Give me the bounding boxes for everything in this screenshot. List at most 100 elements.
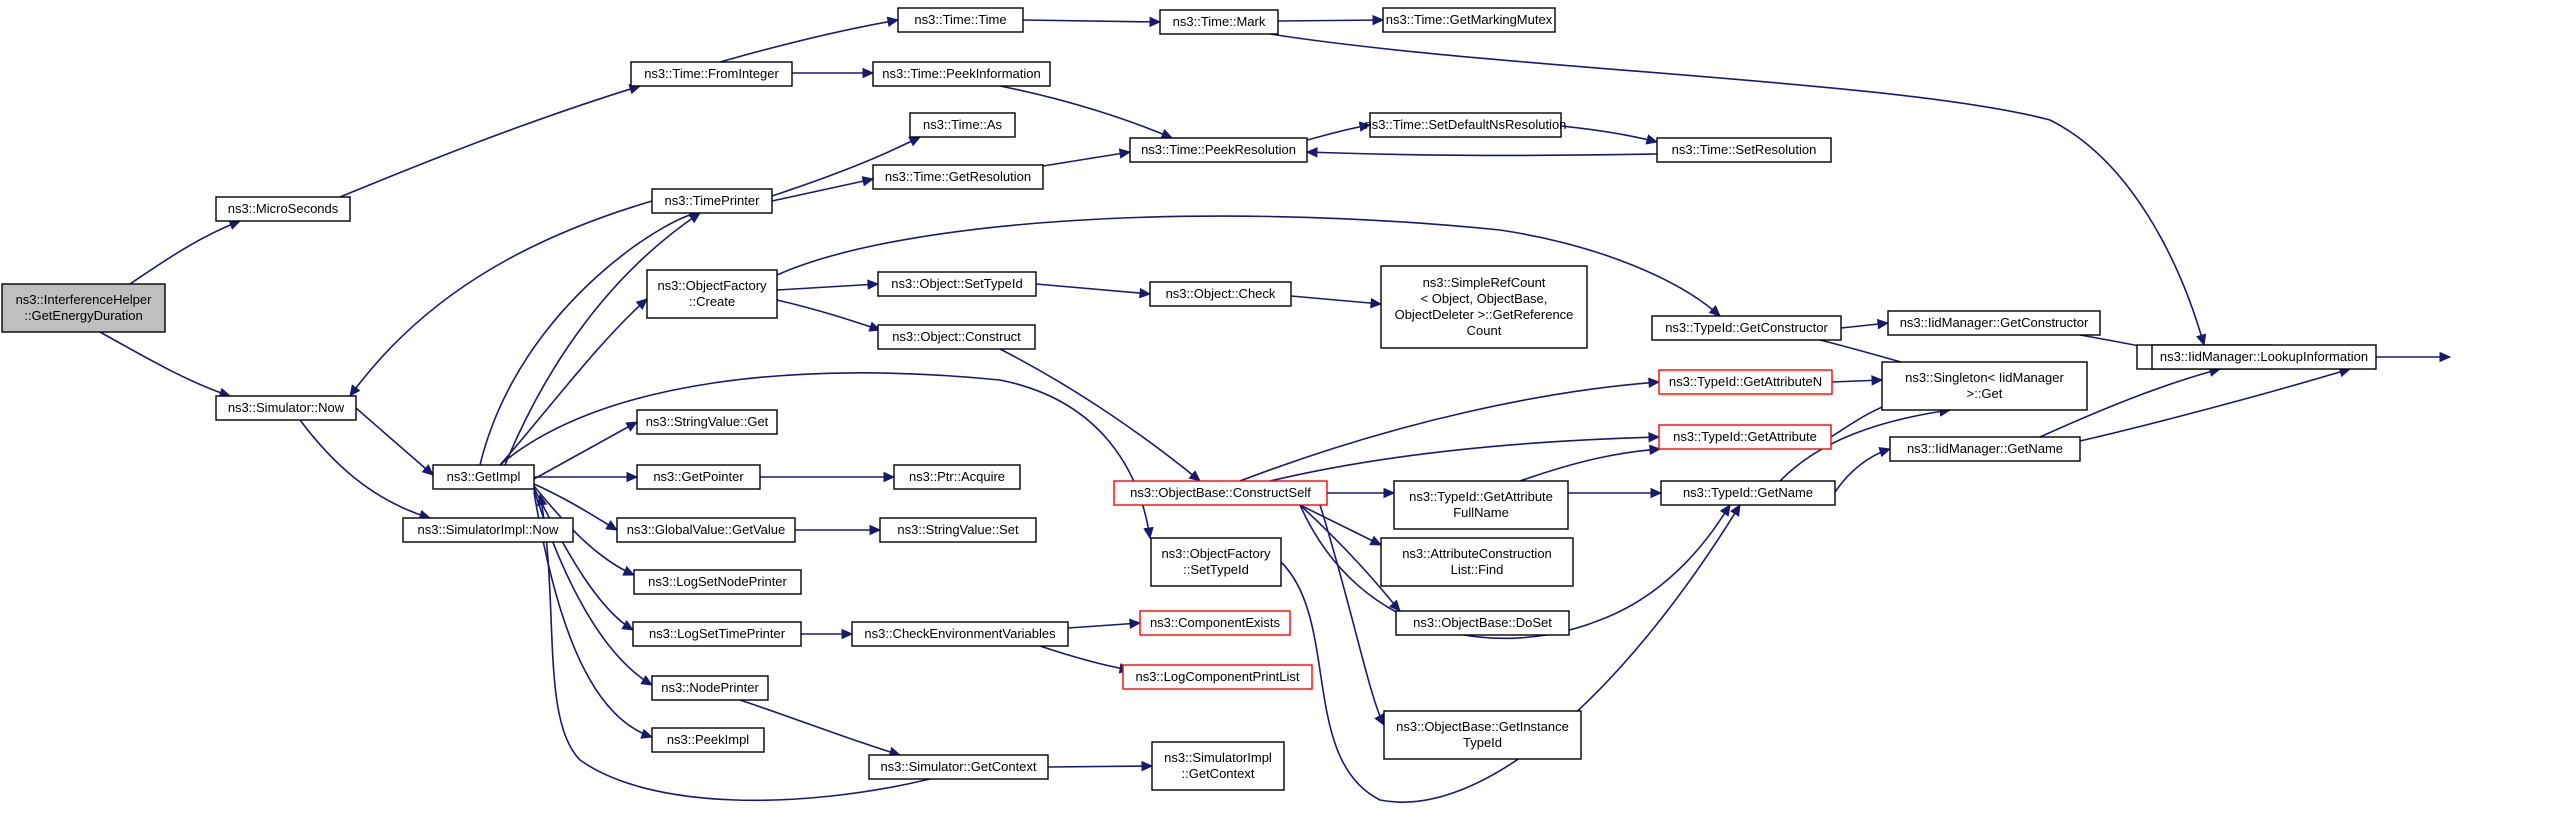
node-peekimpl[interactable]: ns3::PeekImpl bbox=[651, 727, 765, 753]
call-edge bbox=[349, 200, 653, 397]
node-label: ns3::InterferenceHelper bbox=[16, 292, 153, 307]
call-edge bbox=[1022, 16, 1162, 28]
call-edge bbox=[999, 348, 1201, 482]
node-box bbox=[1658, 369, 1833, 395]
node-simnow[interactable]: ns3::Simulator::Now bbox=[215, 395, 357, 421]
edge-line bbox=[2039, 368, 2221, 438]
node-tmutex[interactable]: ns3::Time::GetMarkingMutex bbox=[1382, 7, 1556, 33]
edge-line bbox=[1047, 765, 1153, 768]
node-box bbox=[1881, 361, 2088, 411]
arrowhead bbox=[886, 16, 900, 27]
arrowhead bbox=[1139, 287, 1152, 299]
node-tprinter[interactable]: ns3::TimePrinter bbox=[651, 188, 773, 214]
call-edge bbox=[1042, 148, 1132, 167]
node-label: ns3::GlobalValue::GetValue bbox=[627, 522, 786, 537]
node-label: ns3::TypeId::GetAttributeN bbox=[1669, 374, 1822, 389]
node-iidgetctor[interactable]: ns3::IidManager::GetConstructor bbox=[1887, 310, 2101, 336]
node-simpleref[interactable]: ns3::SimpleRefCount< Object, ObjectBase,… bbox=[1380, 265, 1588, 349]
node-getattrn[interactable]: ns3::TypeId::GetAttributeN bbox=[1658, 369, 1833, 395]
node-getpointer[interactable]: ns3::GetPointer bbox=[636, 464, 761, 490]
arrowhead bbox=[1650, 487, 1663, 499]
node-logsetnode[interactable]: ns3::LogSetNodePrinter bbox=[633, 569, 802, 595]
arrowhead bbox=[625, 421, 639, 432]
call-edge bbox=[792, 67, 875, 79]
arrowhead bbox=[1149, 16, 1162, 28]
node-box bbox=[1658, 424, 1832, 450]
node-ofsettypeid[interactable]: ns3::ObjectFactory::SetTypeId bbox=[1150, 537, 1282, 587]
node-peekres[interactable]: ns3::Time::PeekResolution bbox=[1129, 137, 1308, 163]
arrowhead bbox=[841, 628, 854, 640]
edge-line bbox=[99, 331, 231, 397]
node-tas[interactable]: ns3::Time::As bbox=[909, 112, 1016, 138]
node-checkenv[interactable]: ns3::CheckEnvironmentVariables bbox=[851, 621, 1069, 647]
arrowhead bbox=[2196, 333, 2207, 347]
node-constructself[interactable]: ns3::ObjectBase::ConstructSelf bbox=[1113, 480, 1328, 506]
call-edge bbox=[1568, 487, 1663, 499]
node-doset[interactable]: ns3::ObjectBase::DoSet bbox=[1395, 610, 1570, 636]
node-peekinfo[interactable]: ns3::Time::PeekInformation bbox=[872, 61, 1051, 87]
node-getname[interactable]: ns3::TypeId::GetName bbox=[1660, 480, 1836, 506]
node-getimpl[interactable]: ns3::GetImpl bbox=[432, 464, 535, 490]
node-getctor[interactable]: ns3::TypeId::GetConstructor bbox=[1651, 315, 1842, 341]
node-ofcreate[interactable]: ns3::ObjectFactory::Create bbox=[646, 269, 778, 319]
node-box bbox=[1129, 137, 1308, 163]
node-box bbox=[651, 675, 769, 701]
edge-line bbox=[129, 220, 241, 285]
call-edge bbox=[1269, 432, 1661, 482]
node-ocheck[interactable]: ns3::Object::Check bbox=[1149, 281, 1292, 307]
node-setres[interactable]: ns3::Time::SetResolution bbox=[1656, 137, 1832, 163]
node-label: ns3::ObjectFactory bbox=[657, 278, 767, 293]
call-edge bbox=[2079, 366, 2352, 442]
call-edge bbox=[719, 16, 900, 63]
node-getattr[interactable]: ns3::TypeId::GetAttribute bbox=[1658, 424, 1832, 450]
node-iidgetname[interactable]: ns3::IidManager::GetName bbox=[1889, 436, 2081, 462]
node-getres[interactable]: ns3::Time::GetResolution bbox=[872, 164, 1044, 190]
arrowhead bbox=[1649, 444, 1662, 456]
edge-line bbox=[739, 699, 901, 756]
node-logsettime[interactable]: ns3::LogSetTimePrinter bbox=[632, 621, 802, 647]
node-oconstruct[interactable]: ns3::Object::Construct bbox=[877, 324, 1036, 350]
node-strset[interactable]: ns3::StringValue::Set bbox=[879, 517, 1037, 543]
call-edge bbox=[1299, 504, 1401, 612]
arrowhead bbox=[1118, 148, 1132, 159]
arrowhead bbox=[349, 384, 361, 397]
call-edge bbox=[801, 628, 854, 640]
node-settypeid[interactable]: ns3::Object::SetTypeId bbox=[877, 271, 1037, 297]
node-gvget[interactable]: ns3::GlobalValue::GetValue bbox=[616, 517, 796, 543]
node-micro[interactable]: ns3::MicroSeconds bbox=[215, 196, 351, 222]
node-nodeprinter[interactable]: ns3::NodePrinter bbox=[651, 675, 769, 701]
node-setdefns[interactable]: ns3::Time::SetDefaultNsResolution bbox=[1365, 112, 1567, 138]
call-edge bbox=[1519, 444, 1662, 482]
arrowhead bbox=[640, 728, 654, 739]
node-box bbox=[402, 517, 574, 543]
node-implgetctx[interactable]: ns3::SimulatorImpl::GetContext bbox=[1151, 741, 1285, 791]
node-simgetctx[interactable]: ns3::Simulator::GetContext bbox=[868, 754, 1049, 780]
node-lookup[interactable]: ns3::IidManager::LookupInformation bbox=[2151, 344, 2377, 370]
node-logcomp[interactable]: ns3::LogComponentPrintList bbox=[1122, 664, 1313, 690]
node-box bbox=[1150, 537, 1282, 587]
node-ttime[interactable]: ns3::Time::Time bbox=[897, 7, 1024, 33]
node-tmark[interactable]: ns3::Time::Mark bbox=[1159, 9, 1279, 35]
node-box bbox=[432, 464, 535, 490]
node-box bbox=[879, 517, 1037, 543]
node-box bbox=[1651, 315, 1842, 341]
node-box bbox=[633, 569, 802, 595]
edge-line bbox=[1022, 19, 1161, 23]
node-box bbox=[868, 754, 1049, 780]
node-strget[interactable]: ns3::StringValue::Get bbox=[636, 409, 778, 435]
node-label: ns3::StringValue::Get bbox=[646, 414, 769, 429]
node-simimplnow[interactable]: ns3::SimulatorImpl::Now bbox=[402, 517, 574, 543]
node-label: ns3::SimpleRefCount bbox=[1423, 275, 1546, 290]
node-box bbox=[1380, 265, 1588, 349]
node-ptracq[interactable]: ns3::Ptr::Acquire bbox=[893, 464, 1021, 490]
node-fromint[interactable]: ns3::Time::FromInteger bbox=[630, 61, 793, 87]
node-root[interactable]: ns3::InterferenceHelper::GetEnergyDurati… bbox=[1, 283, 166, 333]
node-compexists[interactable]: ns3::ComponentExists bbox=[1139, 610, 1291, 636]
node-box bbox=[1139, 610, 1291, 636]
node-box bbox=[632, 621, 802, 647]
node-box bbox=[909, 112, 1016, 138]
node-singleton[interactable]: ns3::Singleton< IidManager>::Get bbox=[1881, 361, 2088, 411]
